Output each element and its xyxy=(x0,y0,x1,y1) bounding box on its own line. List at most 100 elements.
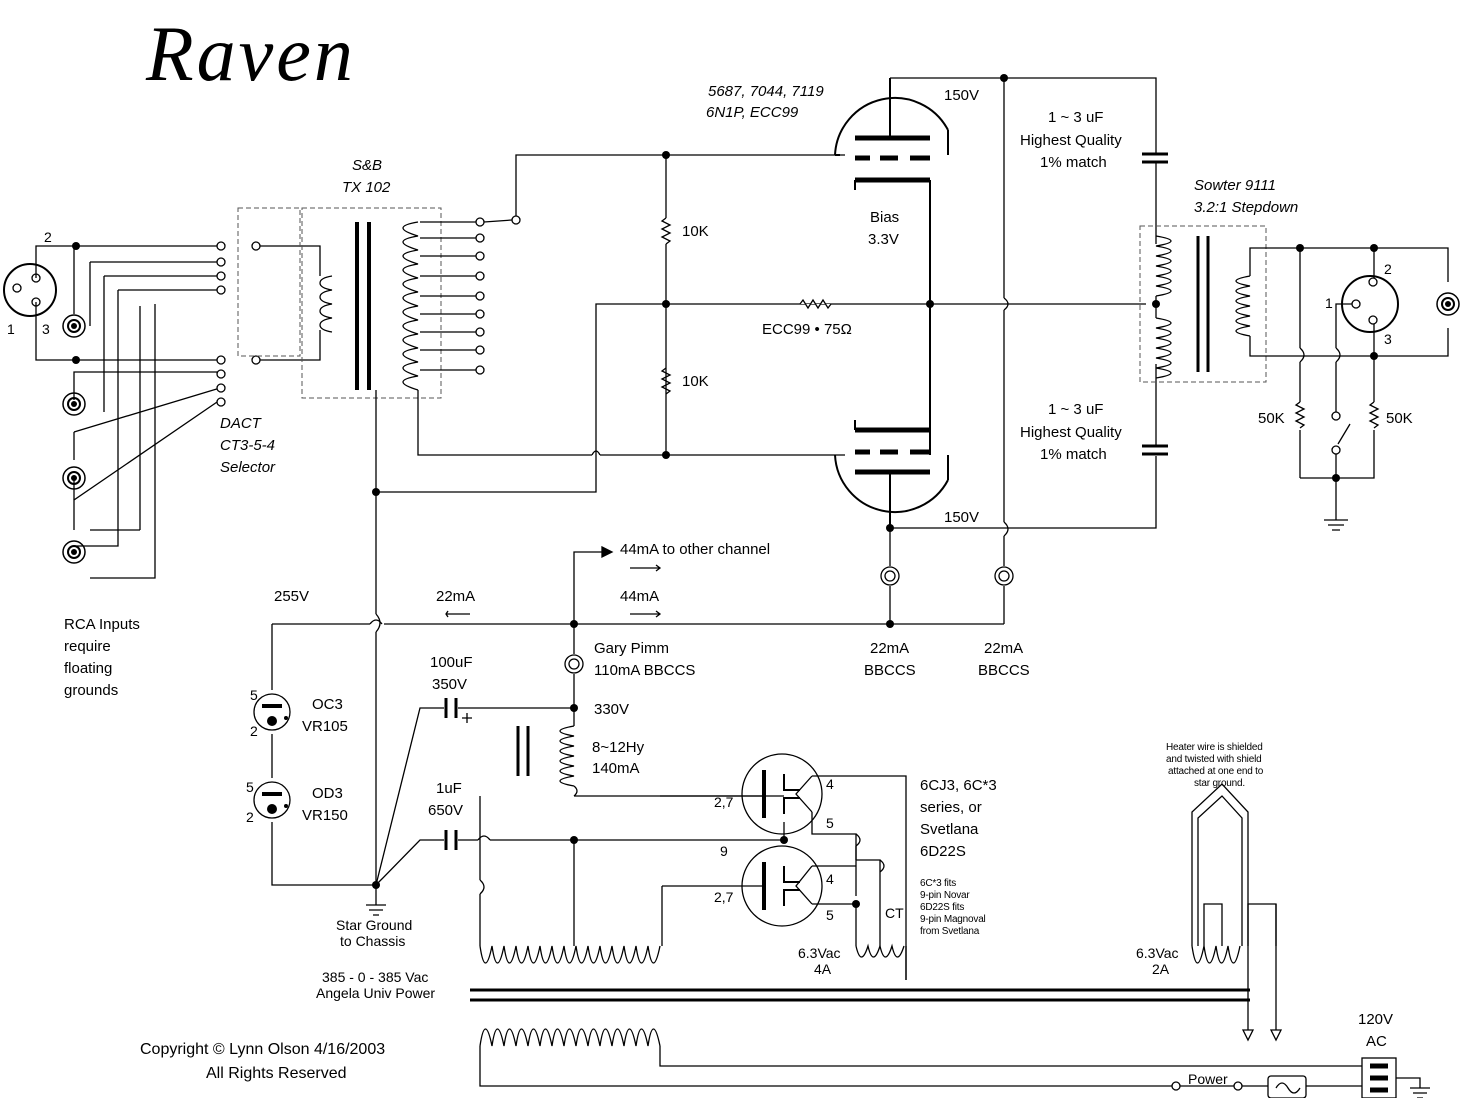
cap-top-line1: 1 ~ 3 uF xyxy=(1048,109,1103,126)
heater63b-line1: 6.3Vac xyxy=(1136,945,1179,961)
rectifier-top-icon xyxy=(660,753,907,980)
r10k-bottom-label: 10K xyxy=(682,373,709,390)
heater-wiring xyxy=(1191,783,1283,1042)
plate-supply-wiring xyxy=(886,74,1168,566)
sb-line1: S&B xyxy=(352,157,382,174)
ma44-label: 44mA xyxy=(620,588,659,605)
heater63-line2: 4A xyxy=(814,961,832,977)
ac-line1: 120V xyxy=(1358,1011,1393,1028)
rect-top-pin5: 5 xyxy=(826,815,834,831)
selector-contacts xyxy=(216,207,321,407)
rca-output-icon xyxy=(1436,292,1460,316)
star-ground-line1: Star Ground xyxy=(336,917,412,933)
xlr-in-pin2: 2 xyxy=(44,229,52,245)
r50k-right-label: 50K xyxy=(1386,410,1413,427)
supply-rail-wiring xyxy=(271,528,1014,886)
copyright-line1: Copyright © Lynn Olson 4/16/2003 xyxy=(140,1041,385,1058)
od3-line2: VR150 xyxy=(302,807,348,824)
power-transformer-icon xyxy=(470,903,1430,1098)
choke-line2: 140mA xyxy=(592,760,640,777)
dact-line1: DACT xyxy=(220,415,263,432)
rect-note-line4: 9-pin Magnoval xyxy=(920,914,986,925)
rect-top-pin27: 2,7 xyxy=(714,794,734,810)
triode-bottom-icon xyxy=(834,420,949,528)
power-switch-label: Power xyxy=(1188,1071,1228,1087)
ma44-other-label: 44mA to other channel xyxy=(620,541,770,558)
tube-types-line1: 5687, 7044, 7119 xyxy=(708,83,824,100)
rect-line3: Svetlana xyxy=(920,821,979,838)
heater-note-line3: attached at one end to xyxy=(1168,766,1264,777)
rect-bot-pin4: 4 xyxy=(826,871,834,887)
rect-top-pin4: 4 xyxy=(826,776,834,792)
gary-line1: Gary Pimm xyxy=(594,640,669,657)
copyright-line2: All Rights Reserved xyxy=(206,1065,347,1082)
oc3-pin2: 2 xyxy=(250,723,258,739)
sb-line2: TX 102 xyxy=(342,179,391,196)
xlr-out-pin2: 2 xyxy=(1384,261,1392,277)
v150-top-label: 150V xyxy=(944,87,979,104)
c100-line2: 350V xyxy=(432,676,467,693)
bbccs-b-line1: 22mA xyxy=(984,640,1023,657)
rca-note-line1: RCA Inputs xyxy=(64,616,140,633)
c100-line1: 100uF xyxy=(430,654,473,671)
input-wiring xyxy=(35,242,221,579)
rectifier-heater-wiring xyxy=(661,833,907,980)
sowter-transformer-box xyxy=(1139,225,1267,383)
dact-line2: CT3-5-4 xyxy=(220,437,275,454)
sowter-transformer-icon xyxy=(1152,235,1449,379)
rca-note-line2: require xyxy=(64,638,111,655)
rect-note-line1: 6C*3 fits xyxy=(920,878,956,889)
triode-top-icon xyxy=(834,78,949,455)
od3-pin2: 2 xyxy=(246,809,254,825)
rca-note-line4: grounds xyxy=(64,682,118,699)
ptx-line1: 385 - 0 - 385 Vac xyxy=(322,969,428,985)
rect-bot-pin27: 2,7 xyxy=(714,889,734,905)
xlr-out-pin3: 3 xyxy=(1384,331,1392,347)
sb-transformer-box xyxy=(301,207,442,399)
ac-line2: AC xyxy=(1366,1033,1387,1050)
v255-label: 255V xyxy=(274,588,309,605)
choke-line1: 8~12Hy xyxy=(592,739,645,756)
heater-note-line4: star ground. xyxy=(1194,778,1245,789)
ma22-left-label: 22mA xyxy=(436,588,475,605)
rect-line2: series, or xyxy=(920,799,982,816)
heater63b-line2: 2A xyxy=(1152,961,1170,977)
oc3-line1: OC3 xyxy=(312,696,343,713)
gary-line2: 110mA BBCCS xyxy=(594,662,695,679)
od3-tube-icon xyxy=(253,781,291,819)
bias-line2: 3.3V xyxy=(868,231,899,248)
sb-transformer-icon xyxy=(319,215,521,391)
bbccs-a-line2: BBCCS xyxy=(864,662,916,679)
ptx-line2: Angela Univ Power xyxy=(316,985,435,1001)
oc3-line2: VR105 xyxy=(302,718,348,735)
heater-note-line1: Heater wire is shielded xyxy=(1166,742,1263,753)
heater-note-line2: and twisted with shield xyxy=(1166,754,1261,765)
dact-line3: Selector xyxy=(220,459,276,476)
bbccs-a-line1: 22mA xyxy=(870,640,909,657)
rectifier-bottom-icon xyxy=(662,836,860,927)
filter-wiring xyxy=(366,698,785,946)
c1-line2: 650V xyxy=(428,802,463,819)
cap-bottom-line1: 1 ~ 3 uF xyxy=(1048,401,1103,418)
rca-note-line3: floating xyxy=(64,660,112,677)
v330-label: 330V xyxy=(594,701,629,718)
oc3-tube-icon xyxy=(253,693,291,731)
xlr-in-pin3: 3 xyxy=(42,321,50,337)
rect-note-line2: 9-pin Novar xyxy=(920,890,970,901)
xlr-in-pin1: 1 xyxy=(7,321,15,337)
ecc99-resistor-label: ECC99 • 75Ω xyxy=(762,321,852,338)
r50k-left-label: 50K xyxy=(1258,410,1285,427)
r10k-top-label: 10K xyxy=(682,223,709,240)
rca-jack-4-icon xyxy=(62,540,86,564)
od3-line1: OD3 xyxy=(312,785,343,802)
rect-line1: 6CJ3, 6C*3 xyxy=(920,777,997,794)
xlr-out-pin1: 1 xyxy=(1325,295,1333,311)
rca-jack-1-icon xyxy=(62,314,86,338)
od3-pin5: 5 xyxy=(246,779,254,795)
oc3-pin5: 5 xyxy=(250,687,258,703)
v150-bottom-label: 150V xyxy=(944,509,979,526)
sowter-line1: Sowter 9111 xyxy=(1194,177,1276,194)
heater63-line1: 6.3Vac xyxy=(798,945,841,961)
cap-top-line2: Highest Quality xyxy=(1020,132,1122,149)
rect-bot-pin5: 5 xyxy=(826,907,834,923)
